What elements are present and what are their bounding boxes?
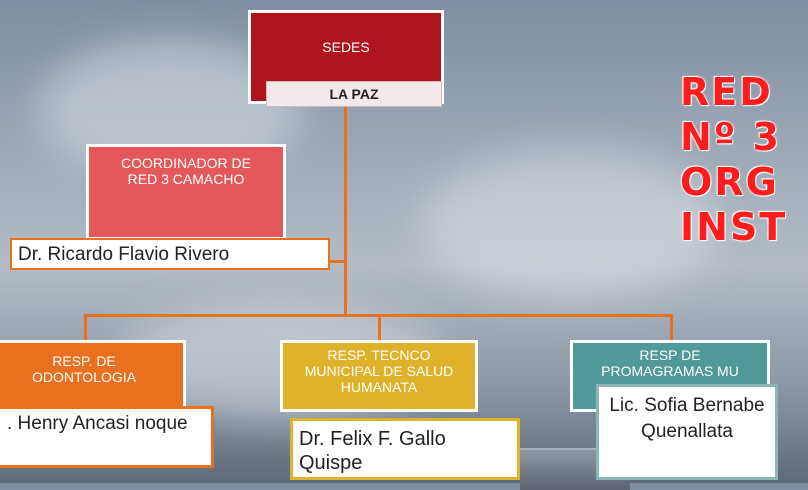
slide-title: RED Nº 3 ORG INST bbox=[680, 70, 808, 250]
slide-title-line-1: RED bbox=[680, 70, 773, 114]
connector-programas bbox=[670, 314, 673, 340]
org-node-odontologia-name-text: . Henry Ancasi noque bbox=[7, 413, 188, 434]
slide-title-line-4: INST bbox=[680, 205, 788, 249]
connector-root-vertical bbox=[344, 104, 347, 316]
org-node-municipal: RESP. TECNCO MUNICIPAL DE SALUD HUMANATA bbox=[280, 340, 478, 412]
org-node-odontologia-name: . Henry Ancasi noque bbox=[0, 406, 214, 468]
org-node-coordinator: COORDINADOR DE RED 3 CAMACHO bbox=[86, 144, 286, 240]
org-node-municipal-title: RESP. TECNCO MUNICIPAL DE SALUD HUMANATA bbox=[304, 347, 454, 395]
org-node-sedes-subtitle-text: LA PAZ bbox=[329, 86, 379, 102]
org-node-sedes-title: SEDES bbox=[322, 39, 370, 55]
background-cloud bbox=[420, 150, 720, 300]
org-node-coordinator-name: Dr. Ricardo Flavio Rivero bbox=[10, 238, 330, 270]
org-node-municipal-name: Dr. Felix F. Gallo Quispe bbox=[290, 418, 520, 480]
org-node-odontologia-title: RESP. DE ODONTOLOGIA bbox=[32, 353, 136, 385]
slide-title-line-3: ORG bbox=[680, 160, 779, 204]
org-node-municipal-name-text: Dr. Felix F. Gallo Quispe bbox=[299, 428, 446, 474]
org-node-odontologia: RESP. DE ODONTOLOGIA bbox=[0, 340, 186, 412]
connector-odontologia bbox=[84, 314, 87, 340]
org-node-programas-name-text: Lic. Sofia Bernabe Quenallata bbox=[609, 395, 765, 442]
connector-municipal bbox=[378, 314, 381, 340]
org-node-programas-name: Lic. Sofia Bernabe Quenallata bbox=[596, 384, 778, 480]
slide-title-line-2: Nº 3 bbox=[680, 115, 781, 159]
org-node-programas-title: RESP DE PROMAGRAMAS MU bbox=[601, 347, 739, 379]
org-node-coordinator-name-text: Dr. Ricardo Flavio Rivero bbox=[18, 244, 230, 265]
org-node-sedes-subtitle: LA PAZ bbox=[266, 81, 442, 107]
org-node-coordinator-title: COORDINADOR DE RED 3 CAMACHO bbox=[121, 155, 251, 187]
